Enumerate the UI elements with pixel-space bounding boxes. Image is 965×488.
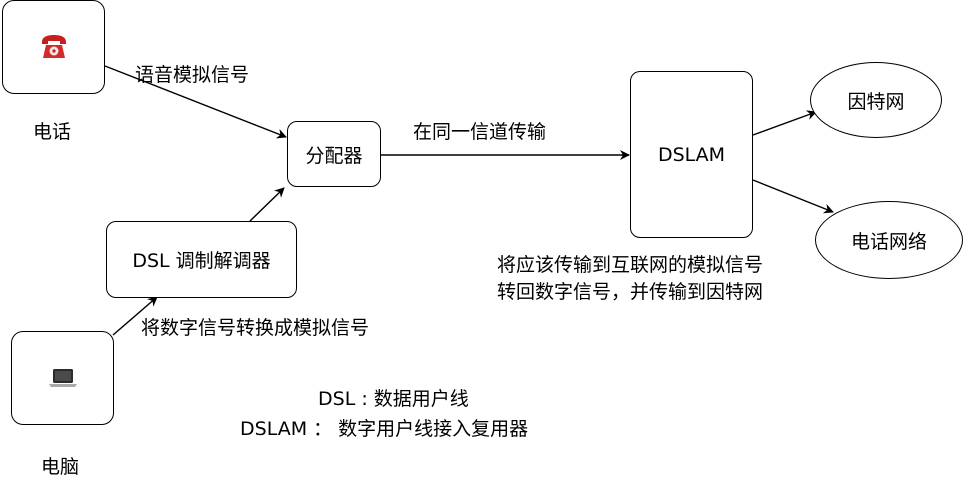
laptop-icon	[48, 369, 77, 387]
arrow-phone-to-splitter	[104, 65, 287, 139]
digital-to-analog-label: 将数字信号转换成模拟信号	[141, 317, 370, 339]
dslam-node: DSLAM	[630, 71, 753, 238]
computer-node	[11, 331, 114, 425]
legend-dsl: DSL : 数据用户线	[318, 388, 469, 410]
dslam-note-line2: 转回数字信号，并传输到因特网	[497, 281, 764, 303]
phone-label: 电话	[33, 121, 72, 143]
legend-dslam: DSLAM ： 数字用户线接入复用器	[240, 418, 529, 440]
arrow-computer-to-modem	[112, 296, 158, 336]
splitter-node: 分配器	[287, 121, 381, 187]
arrow-modem-to-splitter	[249, 187, 285, 222]
phone-network-node: 电话网络	[815, 201, 963, 279]
telephone-icon	[41, 35, 66, 58]
internet-node: 因特网	[810, 62, 942, 138]
dslam-note-line1: 将应该传输到互联网的模拟信号	[497, 254, 764, 276]
phone-node	[2, 0, 105, 94]
same-channel-label: 在同一信道传输	[413, 121, 547, 143]
voice-signal-label: 语音模拟信号	[135, 64, 250, 86]
dsl-modem-node: DSL 调制解调器	[106, 221, 297, 298]
arrow-dslam-to-phone-network	[752, 179, 834, 214]
computer-label: 电脑	[41, 456, 80, 478]
arrow-dslam-to-internet	[752, 110, 817, 136]
